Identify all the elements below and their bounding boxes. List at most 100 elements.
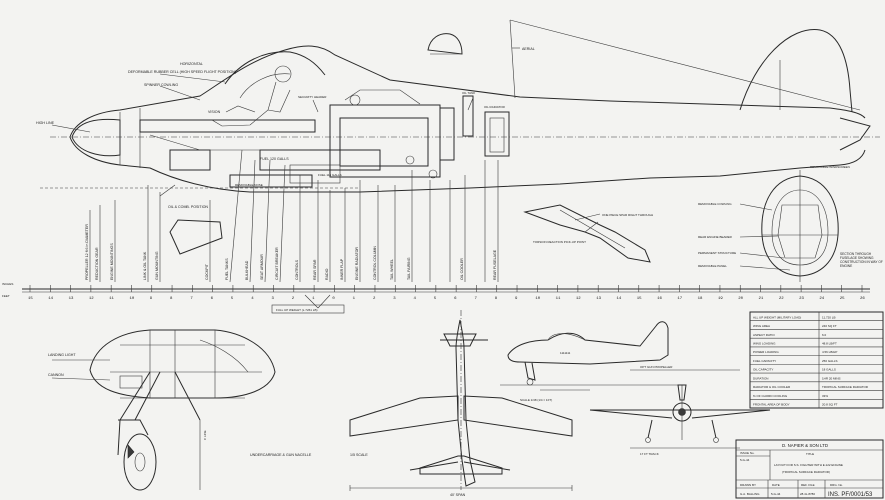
date: 5-G-44 (771, 492, 781, 496)
section-labels: REMOVABLE WINDSCREEN REMOVABLE COWLING R… (698, 165, 883, 271)
station-label: REAR SPAR (313, 259, 317, 280)
scale-number: 8 (495, 297, 498, 301)
spec-label: DURATION (753, 376, 768, 380)
station-label: CONTROL COLUMN (373, 246, 377, 280)
scale-number: 9 (515, 297, 518, 301)
scale-number: 19 (718, 297, 723, 301)
spec-label: OIL CAPACITY (753, 368, 773, 372)
title-label: TITLE (806, 452, 814, 456)
drg-no-label: DRG. No. (830, 483, 843, 487)
plan-view: 40' SPAN (349, 310, 573, 497)
scale-number: 1 (353, 297, 356, 301)
security-header-label: SECURITY HEADER (298, 95, 327, 99)
ref-file: 28.4L.8780 (800, 492, 815, 496)
scale-number: 21 (759, 297, 764, 301)
removable-panel-label: REMOVABLE PANEL (698, 264, 727, 268)
station-label: COCKPIT (205, 263, 209, 280)
spec-label: ASPECT RATIO (753, 333, 775, 337)
scale-number: 5 (434, 297, 437, 301)
small-view-stripe: 1111111 (560, 351, 571, 355)
station-label: TAIL WHEEL (390, 259, 394, 280)
spinner-cowling-label: SPINNER COWLING (144, 83, 178, 87)
spec-label: FRONTAL AREA OF BODY (753, 403, 790, 407)
oil-radiator-label: OIL RADIATOR (484, 105, 506, 109)
issue-no-label: ISSUE No. (740, 451, 755, 455)
scale-number: 25 (840, 297, 845, 301)
side-view-labels: HIGH LINE DEFORMABLE RUBBER CELL (HIGH S… (36, 47, 653, 244)
scale-number: 13 (69, 297, 74, 301)
scale-number: 5 (231, 297, 234, 301)
horizontal-label: HORIZONTAL (180, 62, 203, 66)
scale-number: 18 (698, 297, 703, 301)
cannon-label: CANNON (48, 373, 64, 377)
oil-cooler-position-label: OIL & COMB. POSITION (168, 205, 208, 209)
title-line-2: (TROPICAL SURFACE RADIATOR) (782, 470, 830, 474)
station-label: BULKHEAD (245, 260, 249, 280)
scale-number: 10 (129, 297, 134, 301)
station-label: CONTROLS (295, 259, 299, 280)
removable-windscreen-label: REMOVABLE WINDSCREEN (810, 165, 850, 169)
fuel-ind-label: FUEL 115 GALLS (318, 173, 342, 177)
fuel-label: FUEL 120 GALLS (260, 157, 289, 161)
scale-number: 2 (373, 297, 376, 301)
scale-number: 14 (616, 297, 621, 301)
spec-value: 20.8 SQ FT (822, 403, 838, 407)
station-label: REDUCTION GEAR (95, 247, 99, 280)
side-elevation (40, 19, 880, 263)
title-block: D. NAPIER & SON LTD ISSUE No. TITLE 5-G-… (735, 439, 884, 499)
spec-value: 250 GALLS (822, 359, 838, 363)
scale-number: 20 (738, 297, 743, 301)
uc-scale-label: 1/5 SCALE (350, 453, 368, 457)
scale-number: 7 (474, 297, 477, 301)
scale-number: 13 (596, 297, 601, 301)
station-label: PROPELLER 12 ft 6 in DIAMETER (85, 224, 89, 280)
scale-number: 6 (454, 297, 457, 301)
oil-tank-label: OIL TANK (462, 91, 475, 95)
company-name: D. NAPIER & SON LTD (782, 443, 828, 448)
scale-number: 16 (657, 297, 662, 301)
span-label: 40' SPAN (450, 493, 466, 497)
scale-number: 15 (28, 297, 33, 301)
spec-rows: ALL UP WEIGHT (MILITARY LOAD)11,720 LBWI… (750, 312, 883, 408)
rubber-cell-label: DEFORMABLE RUBBER CELL (HIGH SPEED FLIGH… (128, 70, 236, 74)
spec-label: WING AREA (753, 324, 770, 328)
station-label: ENGINE RADIATOR (355, 247, 359, 280)
spec-table: ALL UP WEIGHT (MILITARY LOAD)11,720 LBWI… (749, 311, 884, 409)
ref-file-label: REF. FILE (801, 483, 815, 487)
removable-nose-label: REMOVABLE NOSE (235, 183, 263, 187)
scale-number: 9 (150, 297, 153, 301)
landing-light-label: LANDING LIGHT (48, 353, 76, 357)
spec-value: 33% (822, 394, 828, 398)
spec-label: % OF CHORD COOLING (753, 394, 788, 398)
scale-number: 12 (576, 297, 581, 301)
station-label: ENGINE MOUNTINGS (110, 243, 114, 280)
spec-label: FUEL CAPACITY (753, 359, 776, 363)
scale-number: 24 (819, 297, 824, 301)
date-label: DATE (772, 483, 780, 487)
drawn-by-label: DRAWN BY (740, 483, 756, 487)
small-side-view: 1111111 SCALE 1/48 (1/4 = 1FT) (500, 321, 680, 402)
drg-no: INS. PF/0001/53 (828, 492, 873, 498)
station-label: OIL COOLER (460, 258, 464, 280)
spec-label: RADIATOR & OIL COOLER (753, 385, 791, 389)
scale-number: 0 (332, 297, 335, 301)
spec-value: 240 SQ FT (822, 324, 837, 328)
scale-number: 22 (779, 297, 784, 301)
torsion-note: TORSION REACTION PICK-UP POINT (533, 240, 586, 244)
spec-value: 18 GALLS (822, 368, 836, 372)
station-label: LINK & OIL TANK (143, 251, 147, 280)
aerial-label: AERIAL (522, 47, 535, 51)
removable-cowling-label: REMOVABLE COWLING (698, 202, 732, 206)
undercarriage-detail (51, 329, 276, 491)
front-view: 17 FT TRACK OPT GUN PROPELLER (589, 365, 771, 456)
leader-lines (51, 47, 601, 233)
scale-number: 11 (109, 297, 114, 301)
station-label: INNER FLAP (340, 258, 344, 280)
spec-value: 4.56 LB/HP (822, 350, 837, 354)
opt-gun-propeller-label: OPT GUN PROPELLER (640, 365, 673, 369)
title-line-1: LAYOUT FOR S.S. FIGHTER WITH E.122 ENGIN… (774, 463, 843, 467)
